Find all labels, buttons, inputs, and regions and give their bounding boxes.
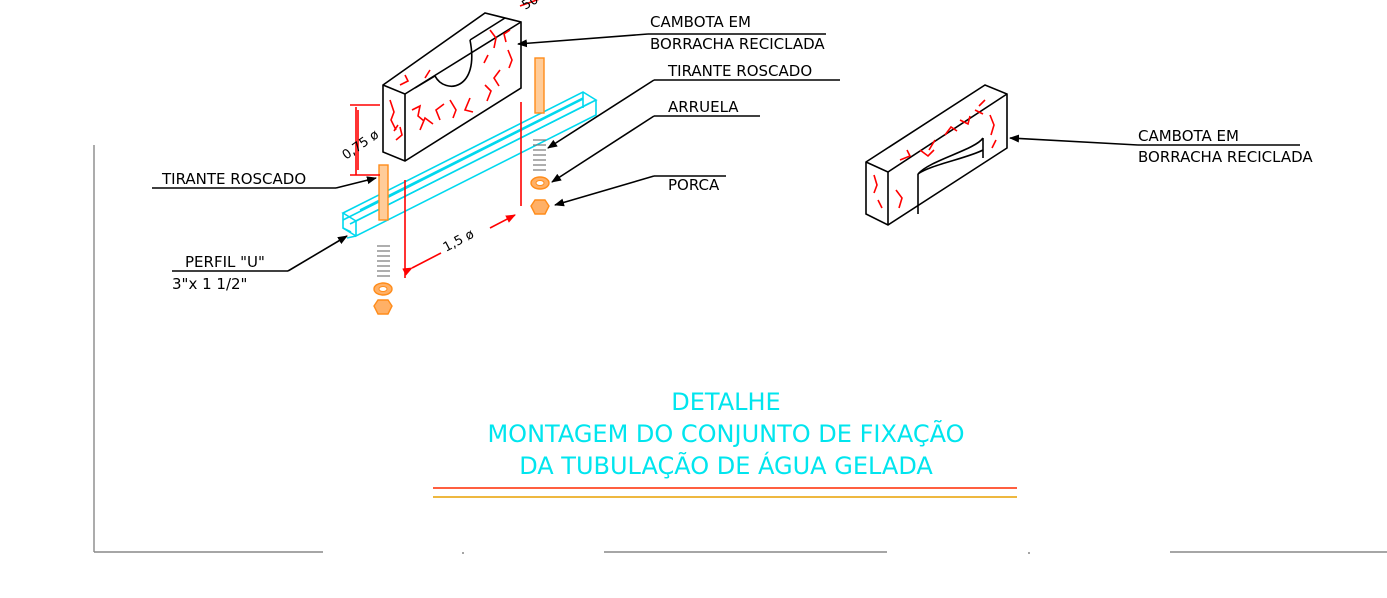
dimension-lines (350, 0, 540, 278)
dim-height: 0,75 ø (340, 127, 382, 163)
label-perfil-size: 3"x 1 1/2" (172, 275, 247, 293)
label-porca: PORCA (668, 176, 720, 194)
cambota-block-right (865, 84, 1008, 226)
u-profile (341, 91, 598, 239)
label-tirante-roscado-right: TIRANTE ROSCADO (667, 62, 812, 80)
cambota-block (382, 12, 522, 162)
label-perfil-u: PERFIL "U" (185, 253, 265, 271)
title-line2: MONTAGEM DO CONJUNTO DE FIXAÇÃO (487, 418, 964, 448)
label-cambota-right-line2: BORRACHA RECICLADA (1138, 148, 1313, 166)
label-cambota-line2: BORRACHA RECICLADA (650, 35, 825, 53)
leader-lines (152, 33, 840, 272)
title-line1: DETALHE (671, 388, 780, 416)
label-cambota-right-line1: CAMBOTA EM (1138, 127, 1239, 145)
label-tirante-roscado-left: TIRANTE ROSCADO (161, 170, 306, 188)
title-line3: DA TUBULAÇÃO DE ÁGUA GELADA (519, 450, 933, 480)
label-cambota-line1: CAMBOTA EM (650, 13, 751, 31)
threaded-rod-left (373, 164, 393, 315)
dim-length: 1,5 ø (441, 227, 477, 256)
dim-top: 50 (520, 0, 542, 13)
label-arruela: ARRUELA (668, 98, 739, 116)
threaded-rod-right (530, 57, 550, 215)
leader-right (1009, 134, 1139, 146)
frame-border (93, 145, 1387, 554)
